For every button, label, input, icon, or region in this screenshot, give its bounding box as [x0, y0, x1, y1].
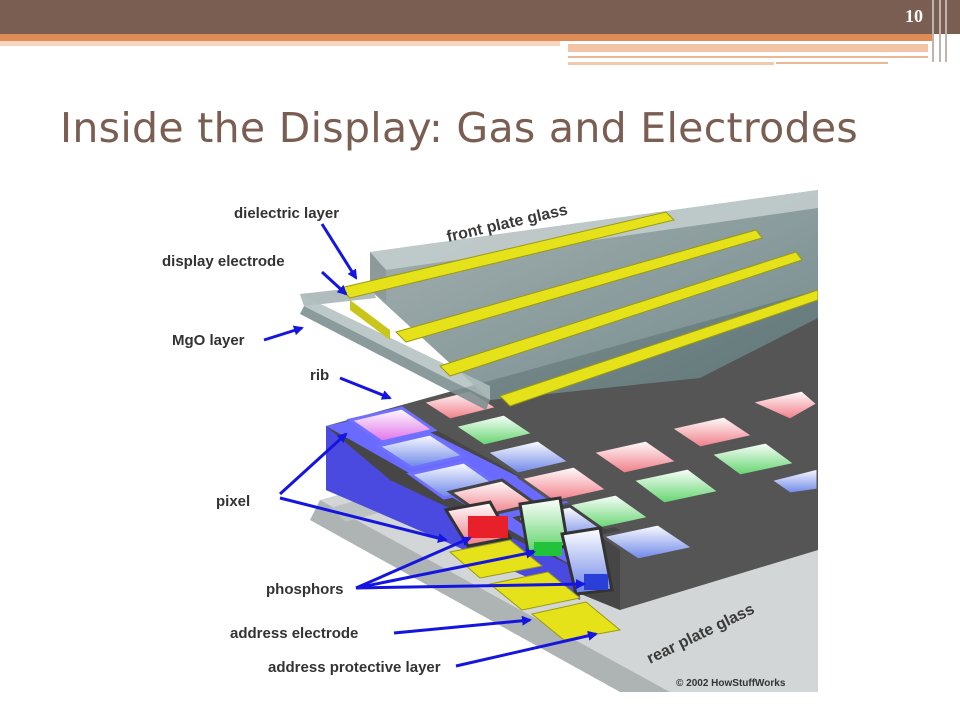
header-divider [939, 0, 941, 62]
title-bar [0, 0, 960, 34]
header-stripe-light [568, 44, 928, 52]
display-electrode-label: display electrode [162, 253, 285, 270]
phosphor-arrow-green [355, 548, 536, 590]
address-protective-layer-label: address protective layer [268, 659, 441, 676]
header-stripe-orange [0, 34, 932, 41]
slide-number: 10 [905, 6, 923, 26]
address-protective-layer-arrow [455, 630, 598, 668]
mgo-layer-label: MgO layer [172, 332, 245, 349]
pixel-arrow-lower [279, 496, 448, 543]
dielectric-layer-label: dielectric layer [234, 205, 339, 222]
header-stripe-line [568, 62, 774, 65]
dielectric-layer-arrow [320, 223, 358, 280]
callout-arrows [263, 223, 598, 668]
pixel-arrow-upper [278, 432, 348, 496]
pixel-label: pixel [216, 493, 250, 510]
credit-label: © 2002 HowStuffWorks [676, 678, 786, 689]
rib-arrow [339, 376, 392, 400]
phosphor-cells [346, 388, 818, 596]
address-electrode-arrow [393, 615, 532, 635]
header-divider [932, 0, 934, 62]
plasma-display-diagram: front plate glass rear plate glass diele… [150, 190, 818, 692]
plasma-display-illustration: front plate glass rear plate glass diele… [162, 190, 818, 692]
slide-title: Inside the Display: Gas and Electrodes [60, 104, 859, 152]
phosphor-arrow-red [355, 536, 472, 590]
phosphors-label: phosphors [266, 581, 344, 598]
mgo-layer-arrow [263, 325, 304, 342]
header-stripe-light [0, 41, 560, 46]
display-electrodes [339, 211, 818, 407]
rib-label: rib [310, 367, 329, 384]
header-stripe-line [776, 62, 888, 64]
display-electrode-arrow [320, 270, 348, 296]
phosphor-arrow-blue [355, 579, 586, 590]
header-stripe-line [568, 56, 928, 58]
header-divider [945, 0, 947, 62]
address-electrode-label: address electrode [230, 625, 358, 642]
